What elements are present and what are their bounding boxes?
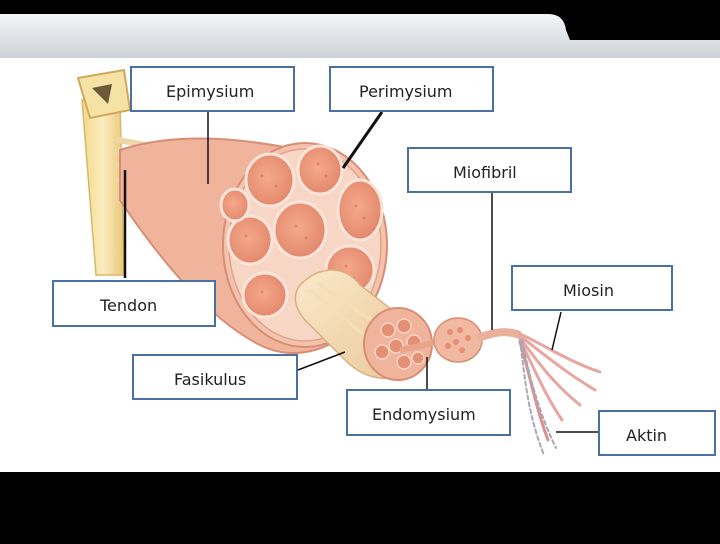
label-aktin: Aktin (598, 410, 716, 456)
label-fasikulus: Fasikulus (132, 354, 298, 400)
label-miofibril-text: Miofibril (453, 163, 517, 182)
label-endomysium-text: Endomysium (372, 405, 476, 424)
label-tendon: Tendon (52, 280, 216, 327)
fascicle-cross-sections (219, 144, 384, 319)
label-perimysium-text: Perimysium (359, 82, 453, 101)
label-fasikulus-text: Fasikulus (174, 370, 247, 389)
label-epimysium-text: Epimysium (166, 82, 255, 101)
label-epimysium: Epimysium (130, 66, 295, 112)
muscle-belly (119, 137, 388, 354)
label-miosin-text: Miosin (563, 281, 614, 300)
filament-strands (518, 332, 602, 456)
label-aktin-text: Aktin (626, 426, 668, 445)
label-perimysium: Perimysium (329, 66, 494, 112)
label-endomysium: Endomysium (346, 389, 511, 436)
title-bar-shape (0, 14, 720, 62)
leader-lines (123, 111, 598, 433)
label-tendon-text: Tendon (100, 296, 158, 315)
myofibril-graphic (399, 317, 522, 363)
label-miofibril: Miofibril (407, 147, 572, 193)
label-miosin: Miosin (511, 265, 673, 311)
